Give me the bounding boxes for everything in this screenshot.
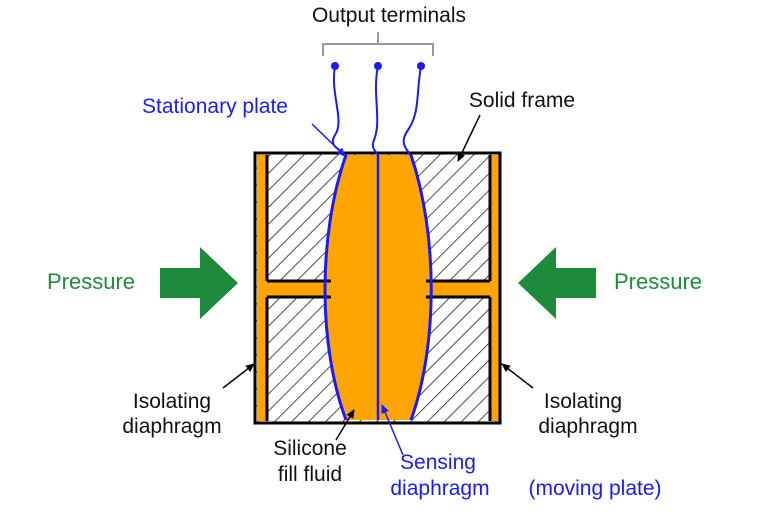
output-terminals-label: Output terminals [312,4,466,27]
sensing-label-line1: Sensing [400,451,476,474]
stationary-plate-label: Stationary plate [142,95,288,118]
sensing-leader [381,404,404,456]
isolating-left-label-line1: Isolating [133,390,211,413]
isolating-diaphragm-right [488,155,500,421]
silicone-leader [335,409,355,441]
stationary-plate-leader [311,123,346,157]
isolating-left-leader [222,363,255,389]
terminal-dot-left [331,62,339,70]
arrow-left-icon [518,247,596,319]
pressure-left-label: Pressure [47,269,135,294]
silicone-label-line2: fill fluid [278,463,342,486]
output-terminal-wires [331,62,425,157]
sensing-label-line2: diaphragm [390,477,489,500]
isolating-right-label-line2: diaphragm [538,415,637,438]
output-terminals-bracket [322,32,434,56]
stationary-plates [323,154,433,421]
terminal-dot-right [417,62,425,70]
isolating-left-label-line2: diaphragm [122,415,221,438]
terminal-dot-middle [374,62,382,70]
isolating-right-label-line1: Isolating [544,390,622,413]
isolating-diaphragm-left [257,155,269,421]
fluid-channels [267,279,490,299]
isolating-right-leader [501,363,534,389]
arrow-right-icon [160,247,238,319]
moving-plate-label: (moving plate) [528,477,661,500]
silicone-label-line1: Silicone [273,437,347,460]
pressure-right-label: Pressure [614,269,702,294]
solid-frame-leader [457,114,481,162]
solid-frame-label: Solid frame [469,89,575,112]
